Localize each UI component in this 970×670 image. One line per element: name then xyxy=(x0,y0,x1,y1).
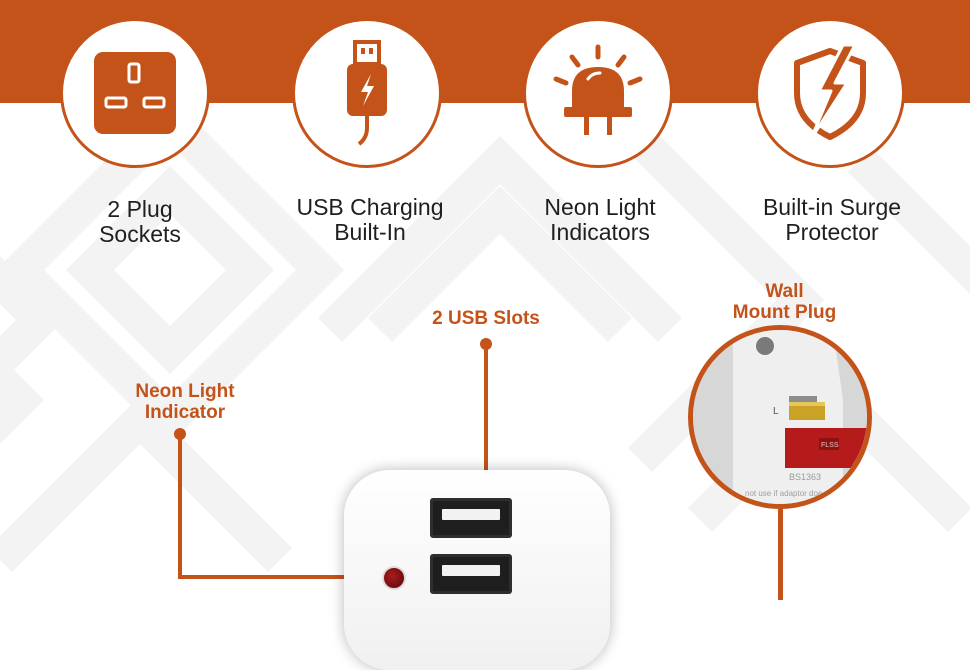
pin-label: L xyxy=(773,406,779,417)
feature-circle-surge-protector xyxy=(755,18,905,168)
wall-plug-closeup-image: L FLSS BS1363 not use if adaptor doe xyxy=(693,330,867,504)
usb-port-top xyxy=(430,498,512,538)
surge-shield-icon xyxy=(794,43,866,141)
wall-plug-closeup: L FLSS BS1363 not use if adaptor doe xyxy=(688,325,872,509)
usb-cable-icon xyxy=(347,40,387,146)
feature-label-usb-charging: USB Charging Built-In xyxy=(296,194,444,245)
feature-circle-usb-charging xyxy=(292,18,442,168)
callout-label-neon-indicator: Neon Light Indicator xyxy=(135,381,235,423)
neon-light-icon xyxy=(553,44,643,135)
callout-line-neon-horizontal xyxy=(178,575,382,579)
callout-line-wall-mount xyxy=(778,508,783,600)
feature-label-surge-protector: Built-in Surge Protector xyxy=(762,194,902,245)
callout-label-usb-slots: 2 USB Slots xyxy=(432,308,540,329)
uk-plug-socket-icon xyxy=(94,52,176,134)
callout-line-usb-slots xyxy=(484,344,488,500)
callout-line-neon-vertical xyxy=(178,434,182,579)
feature-label-plug-sockets: 2 Plug Sockets xyxy=(99,196,181,247)
standard-text: BS1363 xyxy=(789,472,821,482)
feature-circle-plug-sockets xyxy=(60,18,210,168)
usb-port-bottom xyxy=(430,554,512,594)
neon-indicator-light xyxy=(382,566,406,590)
warning-text: not use if adaptor doe xyxy=(745,489,823,498)
brand-text: FLSS xyxy=(821,442,839,449)
callout-label-wall-mount-plug: Wall Mount Plug xyxy=(732,281,837,323)
feature-label-neon-light: Neon Light Indicators xyxy=(544,194,656,245)
feature-circle-neon-light xyxy=(523,18,673,168)
